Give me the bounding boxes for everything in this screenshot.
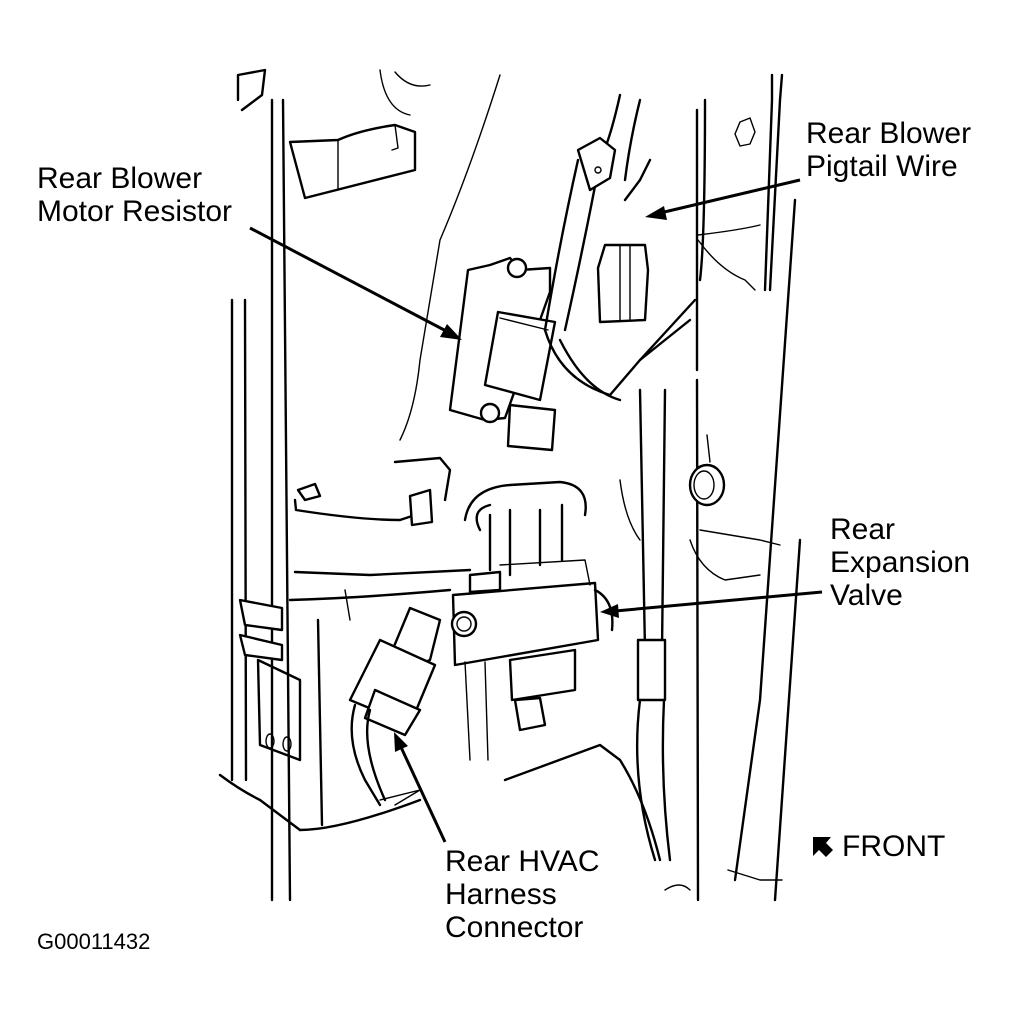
callout-rear-expansion-valve: Rear Expansion Valve: [830, 513, 970, 612]
callout-line: Pigtail Wire: [806, 150, 958, 183]
center-member: [695, 73, 784, 902]
callout-rear-blower-pigtail-wire: Rear Blower Pigtail Wire: [806, 117, 971, 183]
trim-panel: [379, 69, 501, 441]
callout-line: Rear: [830, 513, 896, 546]
blower-motor-resistor: [448, 256, 557, 452]
callout-line: Valve: [830, 579, 903, 612]
refrigerant-line: [635, 388, 672, 862]
grommet: [688, 434, 726, 507]
arrowhead-resistor: [440, 324, 462, 340]
hvac-housing: [288, 456, 472, 827]
leader-pigtail: [645, 178, 801, 220]
expansion-valve: [450, 559, 614, 761]
callout-line: Harness: [445, 878, 557, 911]
callout-rear-blower-motor-resistor: Rear Blower Motor Resistor: [37, 162, 232, 228]
leader-harness: [394, 732, 447, 843]
front-indicator: FRONT: [812, 830, 945, 863]
callout-rear-hvac-harness-connector: Rear HVAC Harness Connector: [445, 845, 599, 944]
left-pillar: [218, 68, 422, 902]
pigtail-connector: [596, 158, 652, 324]
callout-line: Motor Resistor: [37, 195, 233, 228]
leader-valve: [600, 590, 823, 618]
arrowhead-valve: [600, 604, 619, 618]
callout-line: Rear HVAC: [445, 845, 600, 878]
callout-line: Connector: [445, 911, 584, 944]
floor-edge: [503, 479, 662, 862]
callout-line: Expansion: [830, 546, 971, 579]
figure-code: G00011432: [37, 929, 151, 954]
arrowhead-pigtail: [645, 206, 667, 220]
upper-bracket: [288, 123, 417, 200]
harness-connector: [348, 606, 442, 807]
wire-harness: [543, 93, 697, 402]
right-panel: [664, 198, 802, 902]
callout-line: Rear Blower: [37, 162, 203, 195]
wall-clip: [238, 598, 302, 762]
callout-line: Rear Blower: [806, 117, 972, 150]
front-arrow-icon: [813, 836, 833, 857]
front-label: FRONT: [842, 830, 946, 863]
arrowhead-harness: [394, 732, 408, 752]
leader-resistor: [249, 226, 462, 340]
